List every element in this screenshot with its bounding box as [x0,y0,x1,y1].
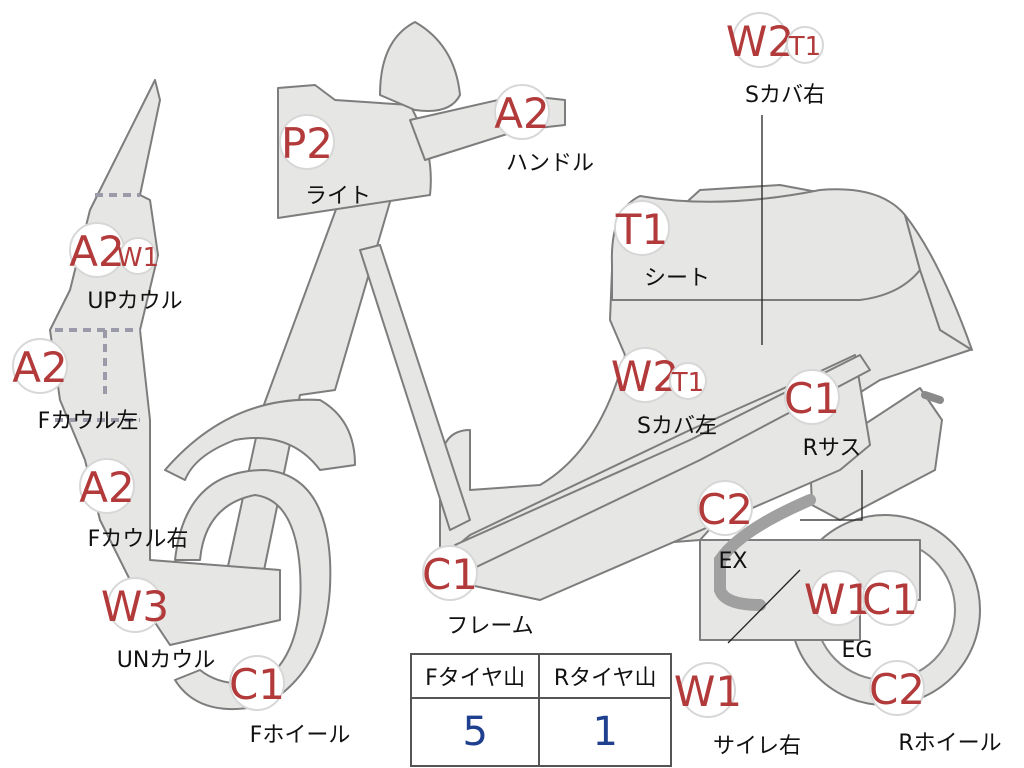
header-front-tread: Fタイヤ山 [409,653,541,699]
name-engine: EG [842,638,873,663]
label-r-suspension: C1 Rサス [784,369,862,461]
code-light-1: P2 [281,119,333,168]
code-frame-1: C1 [422,550,478,599]
name-exhaust: EX [719,549,748,574]
tire-tread-table: Fタイヤ山 Rタイヤ山 5 1 [409,653,672,767]
code-s-cover-left-2: T1 [671,368,704,398]
value-rear-tread: 1 [538,697,672,767]
tire-tread-value-row: 5 1 [409,697,672,767]
header-rear-tread: Rタイヤ山 [538,653,672,699]
label-silencer-right: W1 サイレ右 [674,662,801,759]
code-un-cowl-1: W3 [101,582,169,631]
code-f-wheel-1: C1 [229,660,285,709]
name-f-cowl-right: Fカウル右 [88,527,189,552]
name-r-suspension: Rサス [803,436,862,461]
label-s-cover-left: W2 T1 Sカバ左 [611,347,717,439]
name-f-cowl-left: Fカウル左 [38,409,139,434]
name-up-cowl: UPカウル [87,289,182,314]
code-s-cover-left-1: W2 [611,352,679,401]
label-f-wheel: C1 Fホイール [229,655,351,748]
label-f-cowl-left: A2 Fカウル左 [12,338,139,434]
code-seat-1: T1 [615,205,668,254]
front-fender [164,398,356,481]
code-up-cowl-1: A2 [69,227,124,276]
tire-tread-header-row: Fタイヤ山 Rタイヤ山 [409,653,672,699]
name-r-wheel: Rホイール [898,731,1001,756]
tail-shape [904,214,973,351]
leader-silencer-right [727,569,801,644]
code-r-wheel-1: C2 [869,665,925,714]
code-r-suspension-1: C1 [784,374,840,423]
label-up-cowl: A2 W1 UPカウル [69,222,183,314]
code-up-cowl-2: W1 [117,243,159,273]
code-handle-1: A2 [494,89,549,138]
name-handle: ハンドル [506,151,594,176]
code-silencer-right-1: W1 [674,667,742,716]
part-labels: P2 ライト A2 ハンドル W2 T1 Sカバ右 T1 シート A2 W1 [12,12,1002,759]
name-f-wheel: Fホイール [250,723,351,748]
name-silencer-right: サイレ右 [713,734,801,759]
front-wheel-outline [174,469,332,711]
code-engine-1: W1 [804,575,872,624]
label-seat: T1 シート [614,200,710,291]
name-s-cover-right: Sカバ右 [745,83,825,108]
label-engine: W1 C1 EG [804,570,918,663]
label-s-cover-right: W2 T1 Sカバ右 [726,12,825,108]
label-frame: C1 フレーム [422,545,534,639]
exhaust-pipe [714,494,816,611]
name-s-cover-left: Sカバ左 [637,414,717,439]
label-f-cowl-right: A2 Fカウル右 [79,458,189,552]
label-handle: A2 ハンドル [494,84,594,176]
code-exhaust-1: C2 [697,485,753,534]
name-seat: シート [644,266,710,291]
frame-strut [359,244,471,531]
code-s-cover-right-2: T1 [788,32,821,62]
code-f-cowl-right-1: A2 [79,463,134,512]
label-r-wheel: C2 Rホイール [869,660,1002,756]
mirror-shape [379,21,461,112]
code-f-cowl-left-1: A2 [12,343,67,392]
label-exhaust: C2 EX [697,480,753,574]
name-frame: フレーム [446,614,533,639]
name-light: ライト [305,184,371,209]
value-front-tread: 5 [409,697,541,767]
code-s-cover-right-1: W2 [726,17,794,66]
name-un-cowl: UNカウル [117,648,216,673]
leader-r-suspension [800,470,863,521]
label-light: P2 ライト [279,114,371,209]
code-engine-2: C1 [862,575,918,624]
label-un-cowl: W3 UNカウル [101,577,216,673]
